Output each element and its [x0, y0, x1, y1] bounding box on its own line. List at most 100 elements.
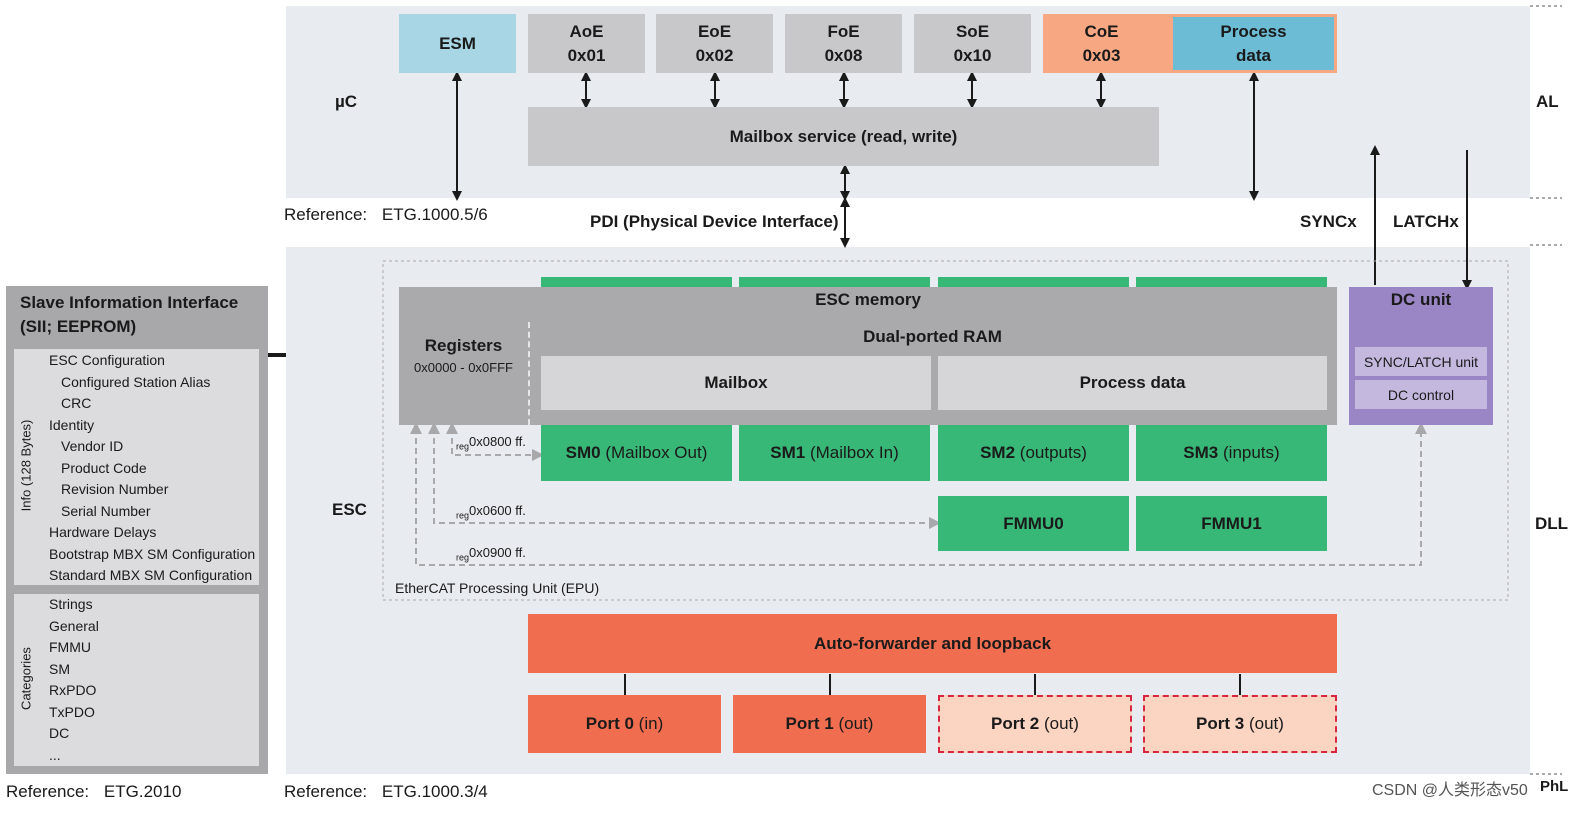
sii-info-item: Hardware Delays [49, 524, 157, 540]
sii-category-item: DC [49, 725, 70, 741]
sii-category-item: ... [49, 746, 61, 763]
sii-info-item: Vendor ID [61, 438, 124, 454]
registers-range: 0x0000 - 0x0FFF [414, 360, 513, 375]
eoe-code: 0x02 [695, 45, 734, 65]
sm3-desc: (inputs) [1223, 443, 1280, 462]
port0-box: Port 0 (in) [528, 695, 721, 753]
reg-label-0900: reg0x0900 ff. [456, 545, 526, 563]
reg-sub-0900: reg [456, 552, 470, 563]
reference-al: Reference: ETG.1000.5/6 [284, 205, 488, 225]
sii-info-item: CRC [61, 395, 92, 411]
sii-info-section [14, 349, 259, 585]
soe-code: 0x10 [953, 45, 992, 65]
sii-categories-label: Categories [18, 647, 34, 710]
reference-sii-value: ETG.2010 [103, 782, 182, 801]
latchx-label: LATCHx [1393, 212, 1459, 231]
reg-sub-0800: reg [456, 441, 470, 452]
sm3-name: SM3 [1183, 443, 1219, 462]
aoe-code: 0x01 [567, 45, 606, 65]
sm3-box: SM3 (inputs) [1136, 425, 1327, 481]
reg-addr-0900: 0x0900 ff. [469, 545, 526, 560]
port0-dir: (in) [638, 714, 664, 733]
eoe-box: EoE 0x02 [656, 14, 773, 73]
sii-info-item: Bootstrap MBX SM Configuration [49, 545, 256, 562]
reference-al-value: ETG.1000.5/6 [381, 205, 488, 224]
reference-esc: Reference: ETG.1000.3/4 [284, 782, 488, 802]
process-data-memory-box: Process data [938, 356, 1327, 410]
port2-box: Port 2 (out) [938, 695, 1132, 753]
port0-name: Port 0 [585, 714, 634, 733]
reg-sub-0600: reg [456, 510, 470, 521]
dpram-label: Dual-ported RAM [863, 327, 1002, 346]
sm3-top-strip [1136, 277, 1327, 287]
soe-name: SoE [955, 21, 990, 41]
eoe-name: EoE [697, 21, 732, 41]
port1-box: Port 1 (out) [733, 695, 926, 753]
foe-box: FoE 0x08 [785, 14, 902, 73]
sii-category-item: FMMU [49, 639, 91, 655]
port1-name: Port 1 [785, 714, 834, 733]
coe-box: CoE 0x03 [1043, 14, 1160, 73]
process-data-line1: Process [1220, 21, 1287, 41]
pdi-label: PDI (Physical Device Interface) [590, 212, 839, 231]
reference-sii-label: Reference: [6, 782, 90, 801]
dc-control-box: DC control [1355, 380, 1487, 409]
sii-title-line1: Slave Information Interface [20, 293, 239, 312]
reference-al-label: Reference: [284, 205, 368, 224]
sm0-box: SM0 (Mailbox Out) [541, 425, 732, 481]
sii-title: Slave Information Interface (SII; EEPROM… [20, 291, 238, 339]
reference-esc-value: ETG.1000.3/4 [381, 782, 488, 801]
sii-info-item: Standard MBX SM Configuration [49, 567, 253, 583]
sii-info-item: ESC Configuration [49, 352, 165, 368]
port2-name: Port 2 [991, 714, 1040, 733]
foe-name: FoE [827, 21, 860, 41]
mailbox-service-box: Mailbox service (read, write) [528, 107, 1159, 166]
aoe-box: AoE 0x01 [528, 14, 645, 73]
port2-dir: (out) [1043, 714, 1079, 733]
foe-code: 0x08 [824, 45, 863, 65]
port3-name: Port 3 [1196, 714, 1245, 733]
reg-label-0800: reg0x0800 ff. [456, 434, 526, 452]
sii-category-item: TxPDO [49, 703, 95, 720]
layer-phl-label: PhL [1540, 778, 1569, 795]
sm2-top-strip [938, 277, 1129, 287]
aoe-name: AoE [569, 21, 604, 41]
layer-al-label: AL [1536, 92, 1559, 111]
sm0-desc: (Mailbox Out) [605, 443, 708, 462]
reference-sii: Reference: ETG.2010 [6, 782, 181, 802]
reg-label-0600: reg0x0600 ff. [456, 503, 526, 521]
sii-categories-section [14, 594, 259, 766]
sii-info-label: Info (128 Bytes) [18, 419, 34, 512]
sii-info-item: Product Code [61, 459, 147, 476]
sync-latch-unit-box: SYNC/LATCH unit [1355, 347, 1487, 376]
fmmu1-box: FMMU1 [1136, 496, 1327, 551]
port3-dir: (out) [1248, 714, 1284, 733]
esc-label: ESC [332, 500, 367, 519]
sm1-top-strip [739, 277, 930, 287]
port1-dir: (out) [838, 714, 874, 733]
reg-addr-0600: 0x0600 ff. [469, 503, 526, 518]
layer-dll-label: DLL [1535, 514, 1569, 533]
mailbox-memory-box: Mailbox [541, 356, 931, 410]
sm1-desc: (Mailbox In) [809, 443, 899, 462]
sii-category-item: Strings [49, 596, 93, 612]
registers-divider [528, 322, 530, 425]
epu-label: EtherCAT Processing Unit (EPU) [395, 580, 600, 596]
port3-box: Port 3 (out) [1143, 695, 1337, 753]
sii-info-item: Configured Station Alias [61, 373, 211, 390]
sii-title-line2: (SII; EEPROM) [20, 317, 137, 336]
esc-memory-title: ESC memory [815, 290, 921, 309]
fmmu0-box: FMMU0 [938, 496, 1129, 551]
sm1-name: SM1 [770, 443, 806, 462]
sm0-name: SM0 [565, 443, 601, 462]
reg-addr-0800: 0x0800 ff. [469, 434, 526, 449]
watermark: CSDN @人类形态v50 [1372, 782, 1528, 799]
sii-info-item: Serial Number [61, 502, 151, 519]
esm-box: ESM [399, 14, 516, 73]
process-data-al-box: Process data [1173, 17, 1334, 70]
sii-info-item: Revision Number [61, 481, 169, 497]
sii-info-item: Identity [49, 416, 95, 433]
